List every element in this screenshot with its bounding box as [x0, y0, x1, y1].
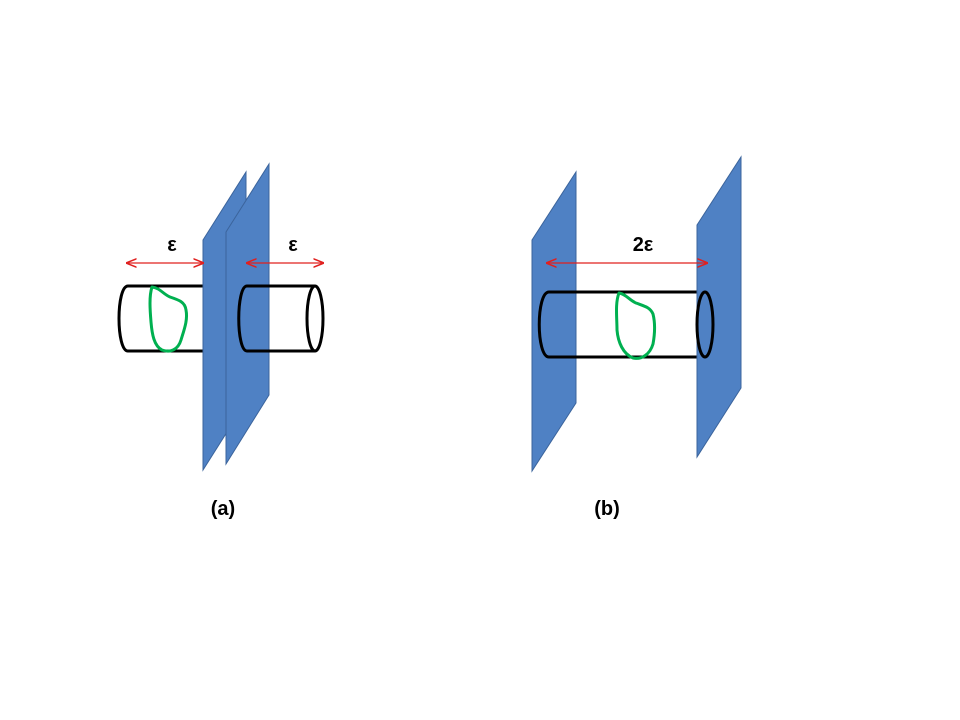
- plane-right: [696, 155, 742, 459]
- panel-a: ε ε (a): [117, 162, 325, 520]
- right-half-cylinder: [237, 284, 325, 353]
- plane-2: [225, 162, 270, 466]
- right-width-label: ε: [288, 234, 298, 256]
- caption-a: (a): [211, 498, 235, 520]
- left-width-label: ε: [167, 234, 177, 256]
- surface-loop: [615, 291, 656, 360]
- cylinder-end-cap: [695, 290, 715, 359]
- left-half-cylinder: [117, 284, 206, 353]
- caption-b: (b): [594, 498, 620, 520]
- surface-loop: [148, 285, 188, 353]
- plane-left: [531, 170, 577, 473]
- panel-b: 2ε (b): [531, 155, 742, 520]
- cylinder: [537, 290, 705, 359]
- width-label: 2ε: [633, 234, 654, 256]
